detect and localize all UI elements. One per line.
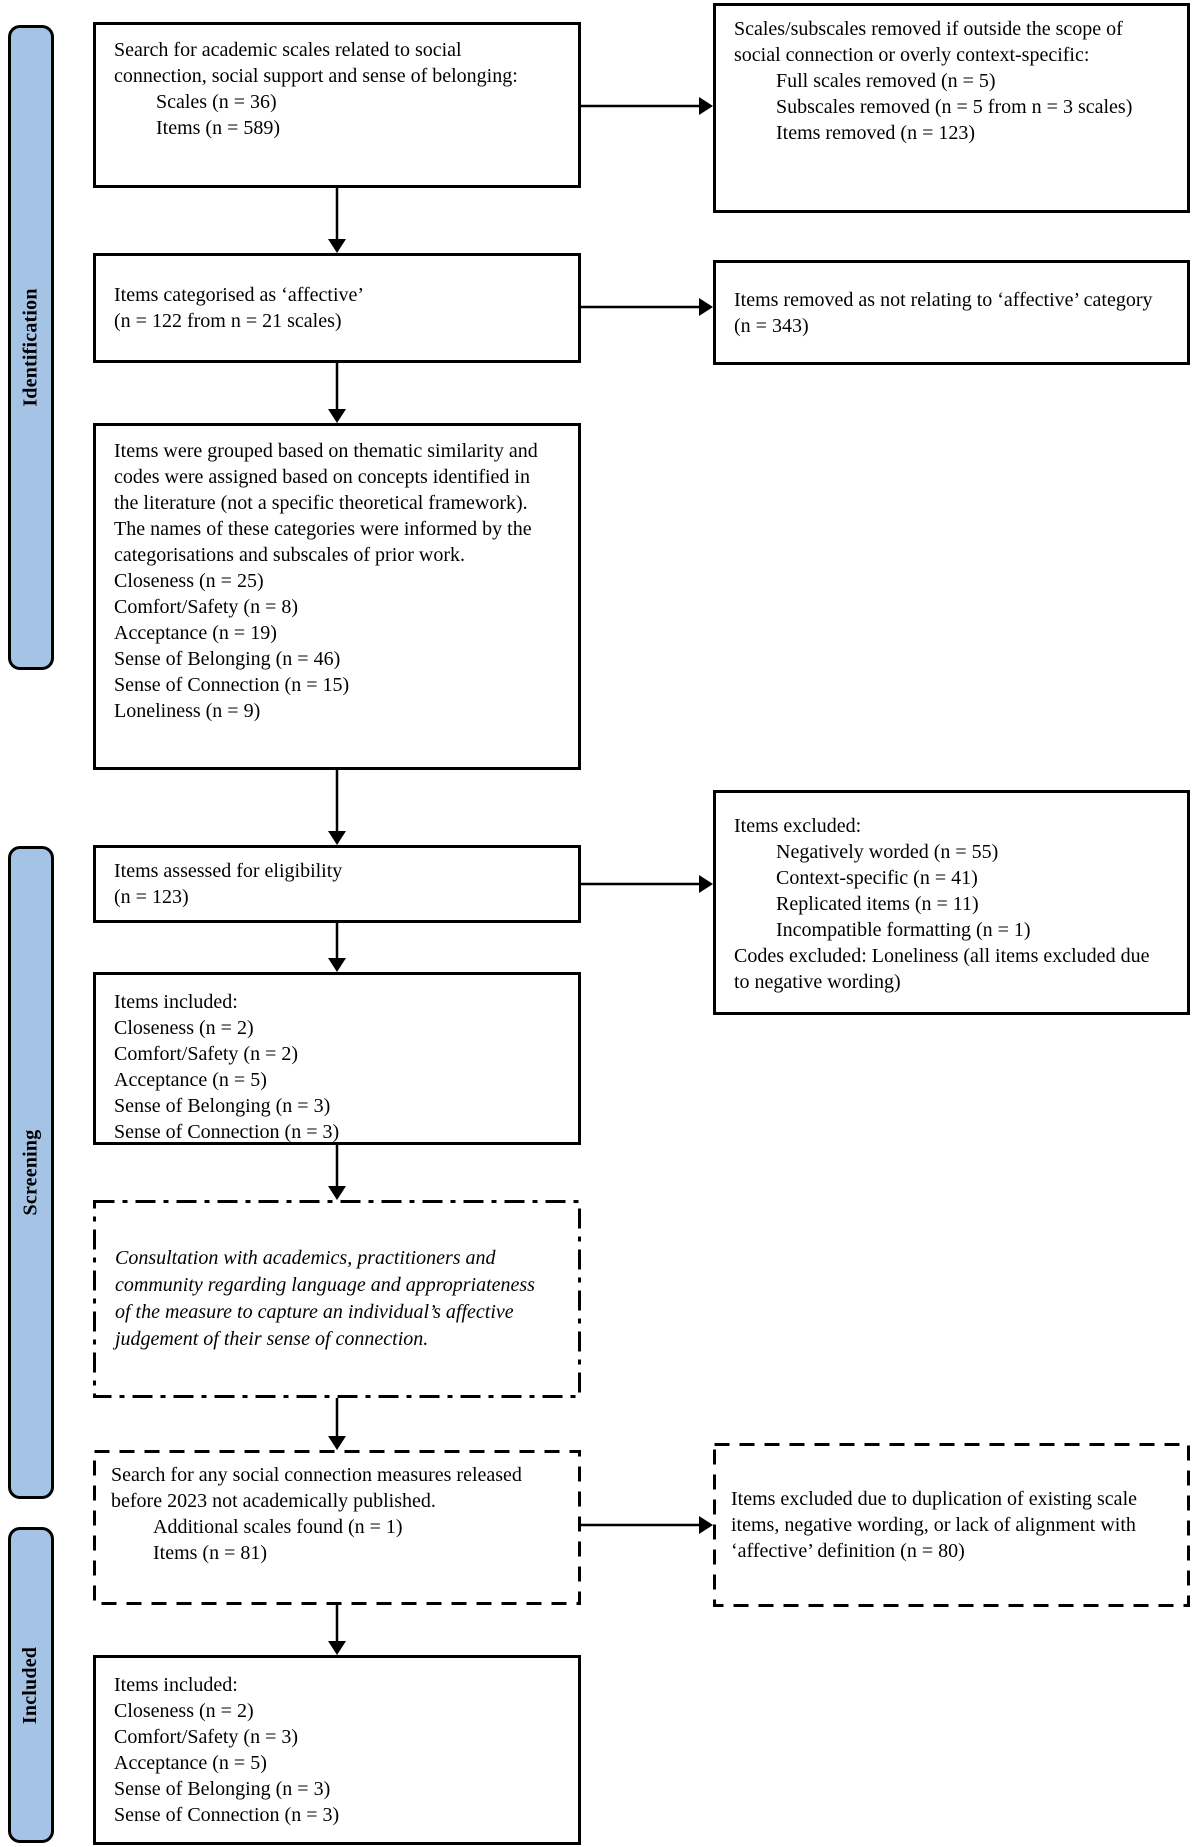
box-text: Acceptance (n = 5) bbox=[114, 1752, 267, 1774]
box-text: Subscales removed (n = 5 from n = 3 scal… bbox=[776, 96, 1133, 118]
arrow-right-2 bbox=[581, 298, 713, 316]
box-text: Search for academic scales related to so… bbox=[114, 39, 518, 87]
box-text: Comfort/Safety (n = 8) bbox=[114, 596, 299, 618]
box-text: Items excluded due to duplication of exi… bbox=[731, 1488, 1137, 1562]
box-text: Closeness (n = 2) bbox=[114, 1017, 254, 1039]
arrow-right-1 bbox=[581, 97, 713, 115]
box-text: Items included: bbox=[114, 1674, 238, 1696]
arrow-down-7 bbox=[328, 1605, 346, 1655]
box-consultation: Consultation with academics, practitione… bbox=[93, 1200, 581, 1398]
box-scales-subscales-removed: Scales/subscales removed if outside the … bbox=[713, 3, 1190, 213]
box-text: Sense of Belonging (n = 3) bbox=[114, 1778, 331, 1800]
box-text: Items removed (n = 123) bbox=[776, 122, 976, 144]
stage-bar-included: Included bbox=[8, 1527, 54, 1843]
box-text: Items categorised as ‘affective’ bbox=[114, 284, 365, 306]
box-text: Sense of Connection (n = 3) bbox=[114, 1121, 340, 1143]
box-text: Context-specific (n = 41) bbox=[776, 867, 978, 889]
arrow-down-4 bbox=[328, 923, 346, 972]
box-items-categorised-affective: Items categorised as ‘affective’ (n = 12… bbox=[93, 253, 581, 363]
box-text: Incompatible formatting (n = 1) bbox=[776, 919, 1031, 941]
box-text: Consultation with academics, practitione… bbox=[115, 1247, 535, 1350]
box-items-excluded-duplication: Items excluded due to duplication of exi… bbox=[713, 1443, 1190, 1607]
box-text: (n = 122 from n = 21 scales) bbox=[114, 310, 342, 332]
box-text: Negatively worded (n = 55) bbox=[776, 841, 999, 863]
box-text: Sense of Connection (n = 3) bbox=[114, 1804, 340, 1826]
box-items-removed-not-affective: Items removed as not relating to ‘affect… bbox=[713, 260, 1190, 365]
box-text: Items (n = 81) bbox=[153, 1542, 268, 1564]
box-text: Search for any social connection measure… bbox=[111, 1464, 522, 1512]
box-text: Acceptance (n = 5) bbox=[114, 1069, 267, 1091]
box-text: Comfort/Safety (n = 2) bbox=[114, 1043, 299, 1065]
box-text: Sense of Belonging (n = 46) bbox=[114, 648, 341, 670]
box-text: Loneliness (n = 9) bbox=[114, 700, 261, 722]
box-items-grouped-thematic: Items were grouped based on thematic sim… bbox=[93, 423, 581, 770]
box-items-included-final: Items included: Closeness (n = 2) Comfor… bbox=[93, 1655, 581, 1845]
arrow-down-6 bbox=[328, 1398, 346, 1450]
stage-bar-screening: Screening bbox=[8, 846, 54, 1499]
box-text: Codes excluded: Loneliness (all items ex… bbox=[734, 945, 1150, 993]
box-text: Closeness (n = 2) bbox=[114, 1700, 254, 1722]
box-text: Comfort/Safety (n = 3) bbox=[114, 1726, 299, 1748]
box-text: Items assessed for eligibility bbox=[114, 860, 343, 882]
stage-label-identification: Identification bbox=[19, 288, 42, 407]
stage-label-included: Included bbox=[19, 1646, 42, 1724]
box-text: Items removed as not relating to ‘affect… bbox=[734, 288, 1153, 337]
box-text: Additional scales found (n = 1) bbox=[153, 1516, 403, 1538]
box-search-grey-literature: Search for any social connection measure… bbox=[93, 1450, 581, 1605]
box-text: Replicated items (n = 11) bbox=[776, 893, 979, 915]
stage-label-screening: Screening bbox=[19, 1129, 42, 1216]
box-text: Items (n = 589) bbox=[156, 117, 281, 139]
stage-bar-identification: Identification bbox=[8, 25, 54, 670]
box-search-academic-scales: Search for academic scales related to so… bbox=[93, 22, 581, 188]
box-items-included-screening: Items included: Closeness (n = 2) Comfor… bbox=[93, 972, 581, 1145]
box-items-excluded-eligibility: Items excluded: Negatively worded (n = 5… bbox=[713, 790, 1190, 1015]
arrow-down-3 bbox=[328, 770, 346, 845]
box-items-assessed-eligibility: Items assessed for eligibility (n = 123) bbox=[93, 845, 581, 923]
box-text: Sense of Belonging (n = 3) bbox=[114, 1095, 331, 1117]
box-text: Scales/subscales removed if outside the … bbox=[734, 18, 1123, 66]
box-text: Items included: bbox=[114, 991, 238, 1013]
arrow-down-1 bbox=[328, 188, 346, 253]
box-text: Closeness (n = 25) bbox=[114, 570, 264, 592]
box-text: Items excluded: bbox=[734, 815, 862, 837]
box-text: Items were grouped based on thematic sim… bbox=[114, 440, 538, 566]
arrow-right-4 bbox=[581, 1516, 713, 1534]
box-text: Scales (n = 36) bbox=[156, 91, 277, 113]
box-text: Acceptance (n = 19) bbox=[114, 622, 277, 644]
box-text: (n = 123) bbox=[114, 886, 189, 908]
arrow-down-5 bbox=[328, 1145, 346, 1200]
arrow-down-2 bbox=[328, 363, 346, 423]
arrow-right-3 bbox=[581, 875, 713, 893]
box-text: Sense of Connection (n = 15) bbox=[114, 674, 350, 696]
box-text: Full scales removed (n = 5) bbox=[776, 70, 996, 92]
